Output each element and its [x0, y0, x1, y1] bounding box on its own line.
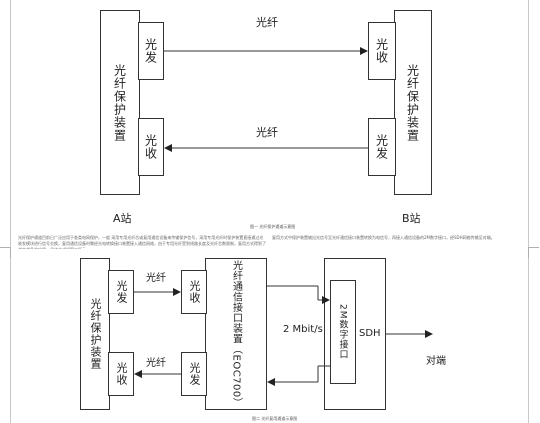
figure1-caption: 图一 光纤保护通道示意图: [250, 224, 296, 229]
fiber-interface-device-label: 光纤通信接口装置（EOC700）: [230, 259, 242, 409]
rx-box-2b-label: 光收: [188, 280, 201, 304]
station-a-label: A站: [113, 212, 132, 225]
rx-box-2b: [181, 270, 207, 314]
fiber2-label-top: 光纤: [146, 273, 166, 284]
crop-mark: [0, 247, 11, 258]
tx-box-2b: [181, 352, 207, 396]
protection-device-2: [80, 258, 110, 410]
protection-device-2-label: 光纤保护装置: [89, 298, 102, 370]
sdh-label: SDH: [359, 328, 381, 339]
rx-box-2a-label: 光收: [115, 362, 128, 386]
fiber-label-bottom: 光纤: [256, 126, 278, 139]
rx-box-b-label: 光收: [374, 38, 389, 64]
page-left-edge: [10, 0, 11, 423]
figure2-caption: 图二 光纤复用通道示意图: [252, 416, 298, 421]
page-right-edge: [528, 0, 529, 423]
tx-box-a: [138, 22, 164, 80]
digital-interface-label: 2M数字接口: [337, 304, 348, 360]
tx-box-b: [368, 118, 396, 176]
paragraph-left: 光纤保护通道目前已广泛应用于各类电网保护。一般 采用专用光纤芯或复用通信设备来传…: [18, 235, 266, 249]
rx-box-a-text: 光收: [143, 134, 158, 160]
fiber-interface-device: [205, 258, 267, 410]
rx-box-2a: [108, 352, 134, 396]
tx-box-b-label: 光发: [374, 134, 389, 160]
protection-device-a-label: 光纤保护装置: [112, 63, 127, 142]
fiber-label-top: 光纤: [256, 16, 278, 29]
protection-device-a: [100, 10, 140, 195]
digital-interface-box: [330, 280, 356, 384]
tx-box-a-label: 光发: [143, 38, 158, 64]
rx-box-a: [138, 118, 164, 176]
paragraph-right: 复用方式中保护装置输出光信号至光纤通信接口装置转换为电信号，再接入通信设备的2M…: [272, 235, 495, 240]
far-end-label: 对端: [426, 356, 446, 367]
rate-label: 2 Mbit/s: [283, 324, 323, 335]
crop-mark: [528, 247, 539, 258]
tx-box-2a-label: 光发: [115, 280, 128, 304]
protection-device-b: [394, 10, 432, 195]
fiber2-label-bottom: 光纤: [146, 358, 166, 369]
rx-box-b: [368, 22, 396, 80]
station-b-label: B站: [402, 212, 421, 225]
tx-box-2b-label: 光发: [188, 362, 201, 386]
protection-device-b-label: 光纤保护装置: [405, 63, 420, 142]
tx-box-2a: [108, 270, 134, 314]
